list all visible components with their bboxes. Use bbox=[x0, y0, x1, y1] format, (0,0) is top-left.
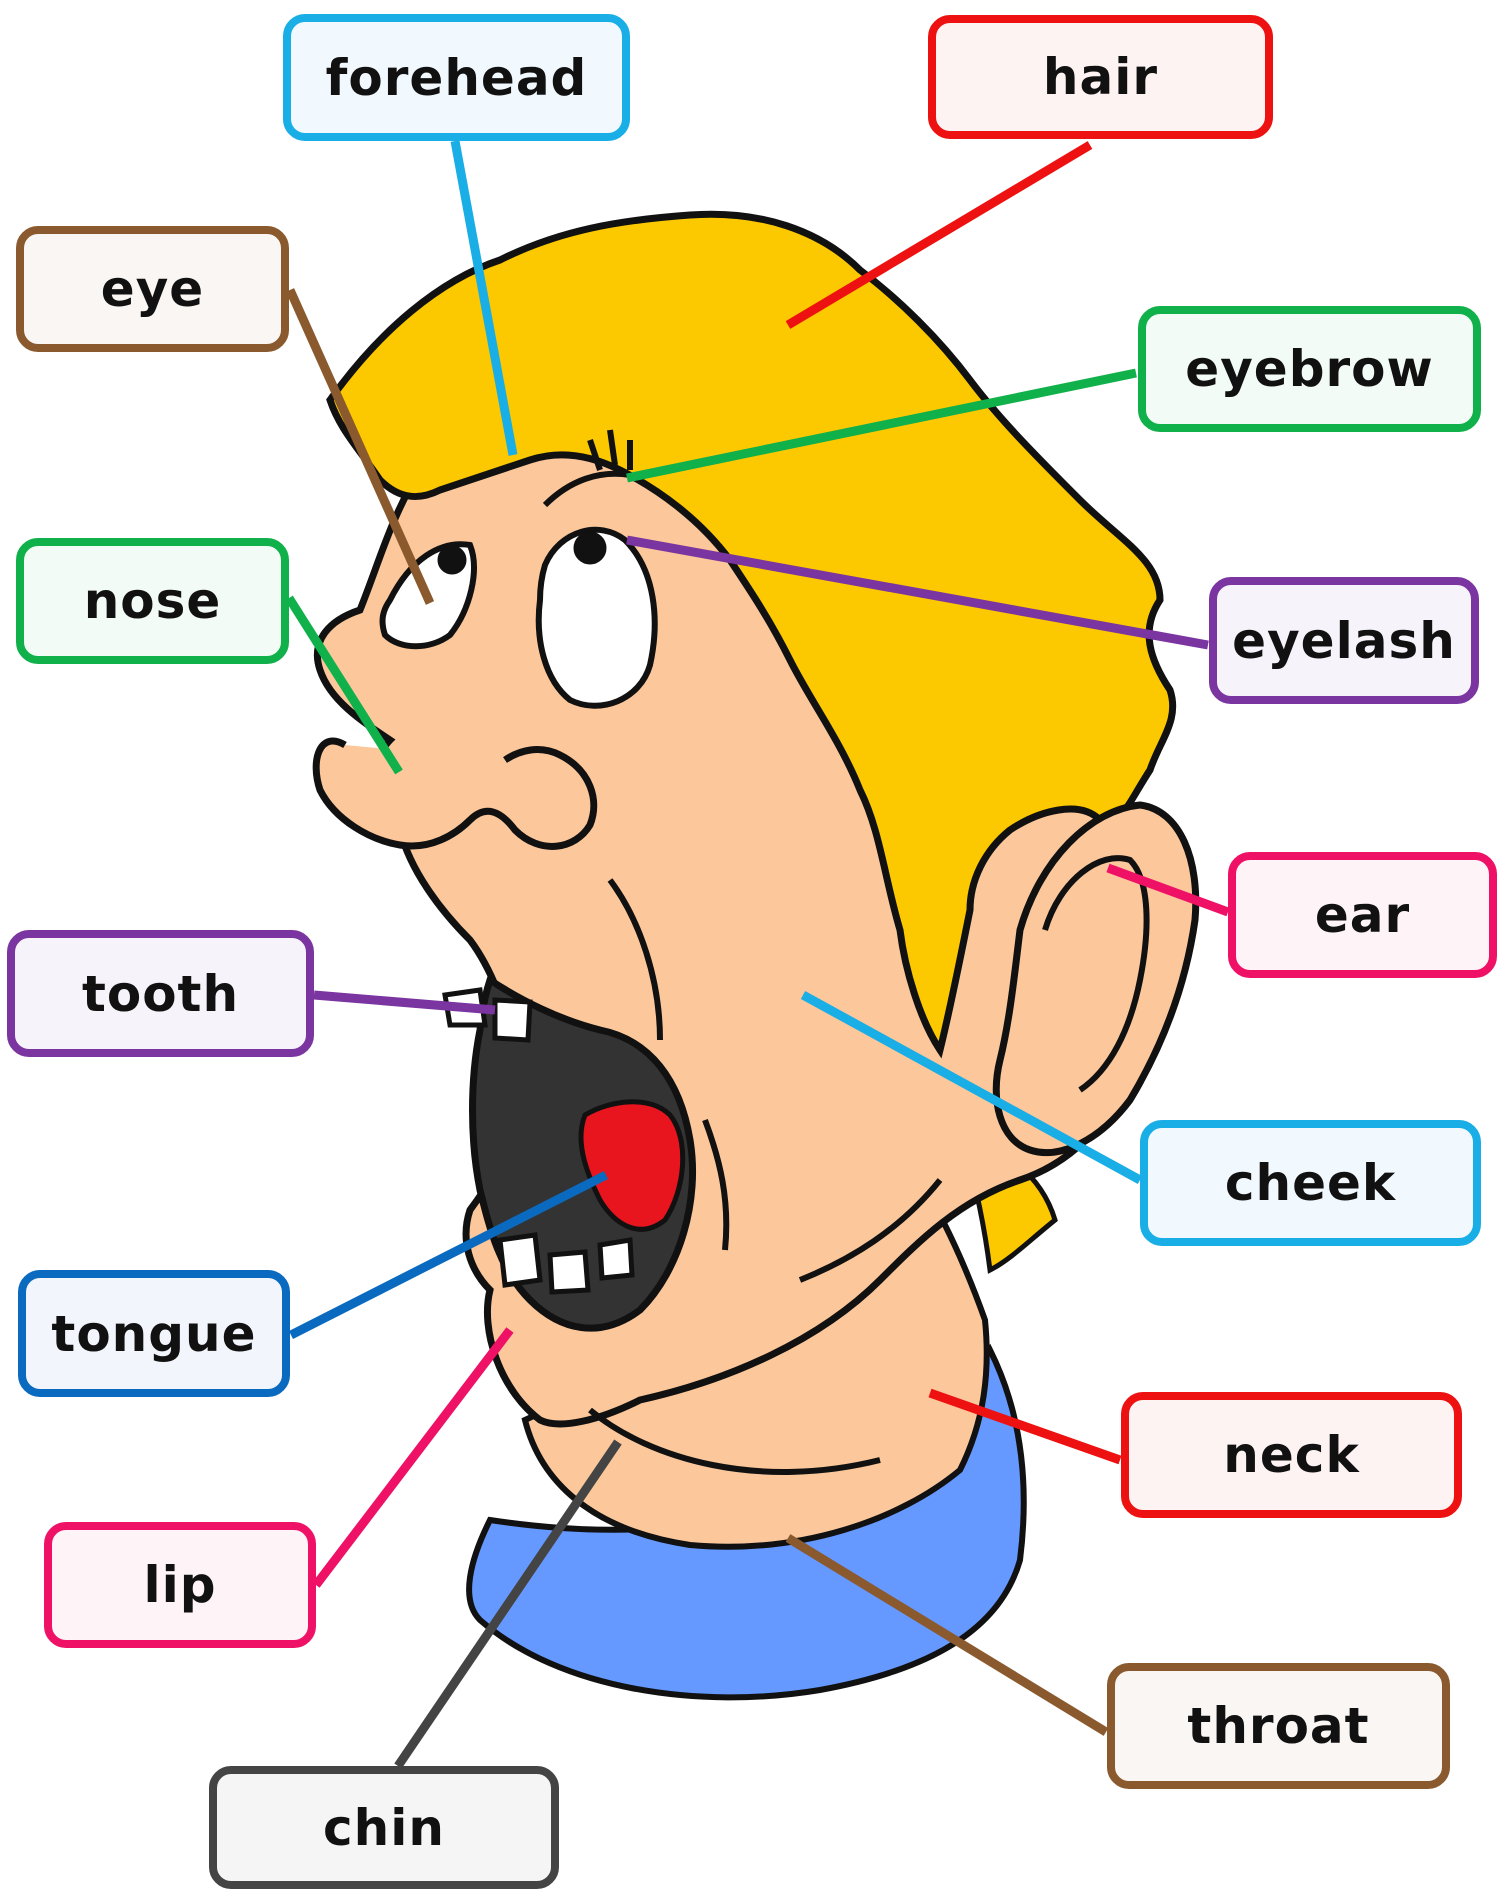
label-lip-text: lip bbox=[143, 1556, 216, 1614]
label-forehead: forehead bbox=[283, 14, 630, 141]
label-throat: throat bbox=[1107, 1663, 1450, 1789]
label-eye: eye bbox=[16, 226, 289, 352]
label-ear: ear bbox=[1228, 852, 1497, 978]
label-eyebrow-text: eyebrow bbox=[1185, 340, 1433, 398]
nose-icon bbox=[316, 741, 594, 846]
head-illustration bbox=[316, 214, 1196, 1697]
label-cheek-text: cheek bbox=[1225, 1154, 1396, 1212]
label-tooth: tooth bbox=[7, 930, 314, 1057]
label-lip: lip bbox=[44, 1522, 316, 1648]
label-tongue: tongue bbox=[18, 1270, 290, 1397]
label-nose: nose bbox=[16, 538, 289, 664]
label-chin: chin bbox=[209, 1766, 559, 1889]
label-tongue-text: tongue bbox=[51, 1305, 256, 1363]
leader-line-hair bbox=[788, 145, 1090, 325]
label-nose-text: nose bbox=[84, 572, 222, 630]
label-tooth-text: tooth bbox=[82, 965, 239, 1023]
label-eye-text: eye bbox=[101, 260, 204, 318]
label-chin-text: chin bbox=[323, 1799, 445, 1857]
label-hair: hair bbox=[928, 15, 1273, 139]
label-eyelash: eyelash bbox=[1209, 577, 1479, 704]
label-forehead-text: forehead bbox=[326, 49, 588, 107]
label-eyebrow: eyebrow bbox=[1138, 306, 1481, 432]
label-neck: neck bbox=[1121, 1392, 1462, 1518]
pupil-icon bbox=[574, 532, 606, 564]
label-hair-text: hair bbox=[1043, 48, 1158, 106]
label-ear-text: ear bbox=[1315, 886, 1410, 944]
label-throat-text: throat bbox=[1187, 1697, 1369, 1755]
label-cheek: cheek bbox=[1140, 1120, 1481, 1246]
label-eyelash-text: eyelash bbox=[1232, 612, 1456, 670]
label-neck-text: neck bbox=[1223, 1426, 1359, 1484]
pupil-icon bbox=[438, 546, 466, 574]
